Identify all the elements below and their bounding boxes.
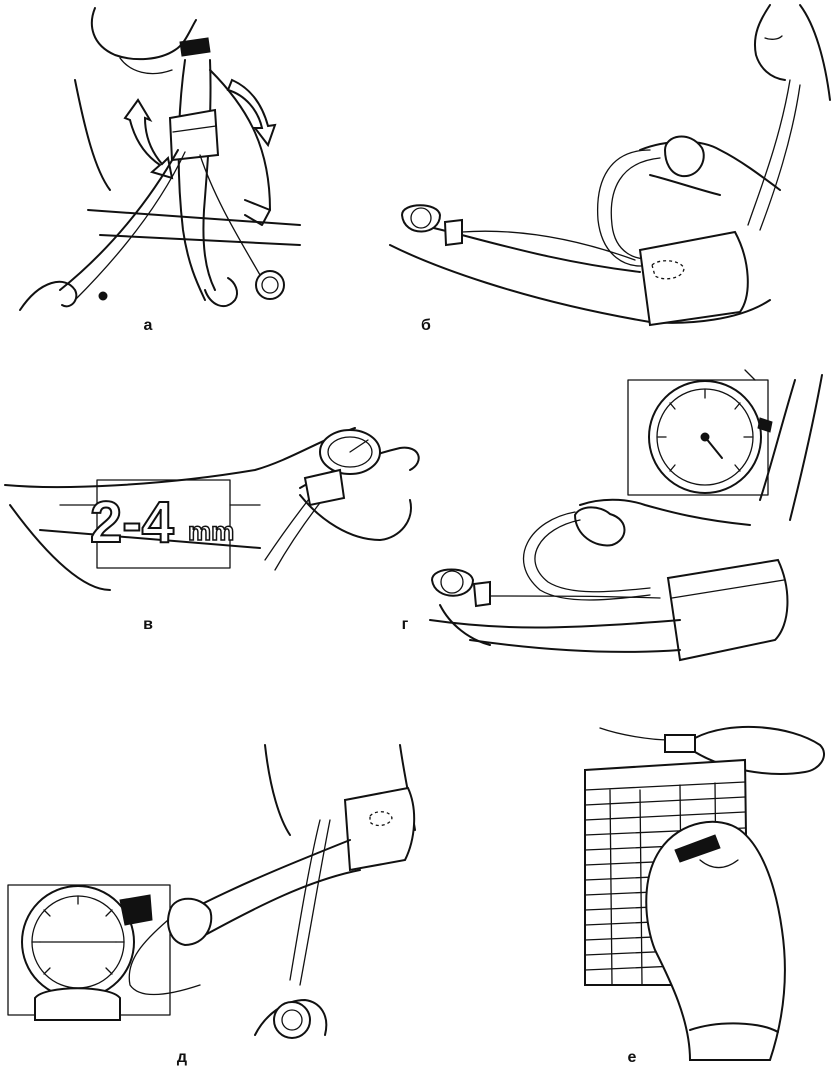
caption-e: е	[627, 1049, 637, 1066]
panel-e-drawing	[584, 725, 825, 1061]
caption-a: а	[143, 317, 153, 334]
panel-a-drawing	[19, 7, 301, 311]
caption-g: г	[401, 616, 409, 633]
caption-b: б	[421, 317, 431, 334]
panel-d-drawing	[7, 744, 416, 1039]
panel-b-drawing	[389, 4, 831, 327]
measurement-unit: mm	[188, 516, 234, 546]
caption-v: в	[143, 616, 153, 633]
panel-v-drawing	[4, 427, 420, 591]
measurement-number: 2-4	[90, 490, 174, 555]
caption-d: д	[176, 1049, 188, 1066]
panel-g-drawing	[429, 369, 823, 662]
